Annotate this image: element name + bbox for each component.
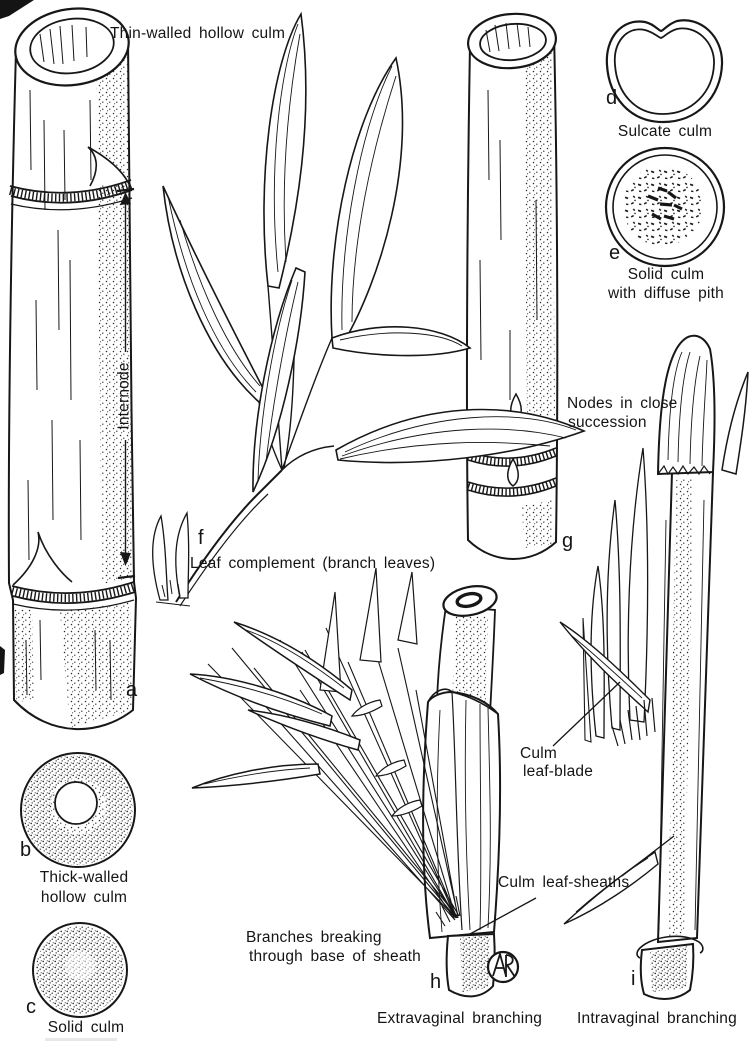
- caption-f: Leaf complement (branch leaves): [190, 555, 436, 572]
- scan-artifacts: [0, 0, 117, 1041]
- caption-e-line1: Solid culm: [627, 266, 705, 283]
- caption-h: Extravaginal branching: [377, 1010, 543, 1027]
- panel-letter-a: a: [126, 679, 138, 701]
- panel-letter-b: b: [20, 839, 32, 861]
- panel-letter-f: f: [198, 527, 204, 549]
- panel-letter-i: i: [631, 968, 636, 990]
- caption-b-line2: hollow culm: [40, 889, 128, 906]
- figure-h-drawing: [189, 567, 502, 998]
- label-culm-leaf-blade-line2: leaf-blade: [523, 763, 594, 780]
- figure-g-drawing: [465, 12, 559, 560]
- caption-d: Sulcate culm: [617, 123, 713, 140]
- artist-monogram-icon: [486, 950, 520, 984]
- caption-i: Intravaginal branching: [577, 1010, 737, 1027]
- label-culm-leaf-blade-line1: Culm: [520, 745, 557, 762]
- label-branches-breaking-line1: Branches breaking: [246, 929, 382, 946]
- panel-letter-g: g: [562, 530, 574, 552]
- caption-c: Solid culm: [47, 1019, 125, 1036]
- label-internode: Internode: [115, 362, 133, 430]
- figure-d-drawing: [605, 19, 724, 124]
- label-culm-leaf-sheaths: Culm leaf-sheaths: [498, 874, 630, 891]
- figure-b-drawing: [20, 752, 136, 868]
- panel-letter-c: c: [26, 996, 36, 1018]
- figure-f-drawing: [151, 11, 587, 607]
- panel-letter-h: h: [430, 971, 442, 993]
- label-nodes-close-line2: succession: [568, 414, 647, 431]
- caption-b-line1: Thick-walled: [39, 869, 129, 886]
- pointer-lines: [469, 681, 675, 935]
- panel-letter-e: e: [609, 242, 621, 264]
- label-thin-walled-hollow-culm: Thin-walled hollow culm: [110, 25, 286, 42]
- panel-letter-d: d: [606, 87, 618, 109]
- figure-a-drawing: [7, 7, 138, 731]
- label-nodes-close-line1: Nodes in close: [567, 395, 678, 412]
- figure-c-drawing: [32, 922, 128, 1018]
- caption-e-line2: with diffuse pith: [608, 285, 724, 302]
- figure-e-drawing: [604, 146, 726, 268]
- figure-i-drawing: [559, 334, 749, 1000]
- label-branches-breaking-line2: through base of sheath: [249, 948, 421, 965]
- internode-dimension-arrow: [116, 187, 136, 580]
